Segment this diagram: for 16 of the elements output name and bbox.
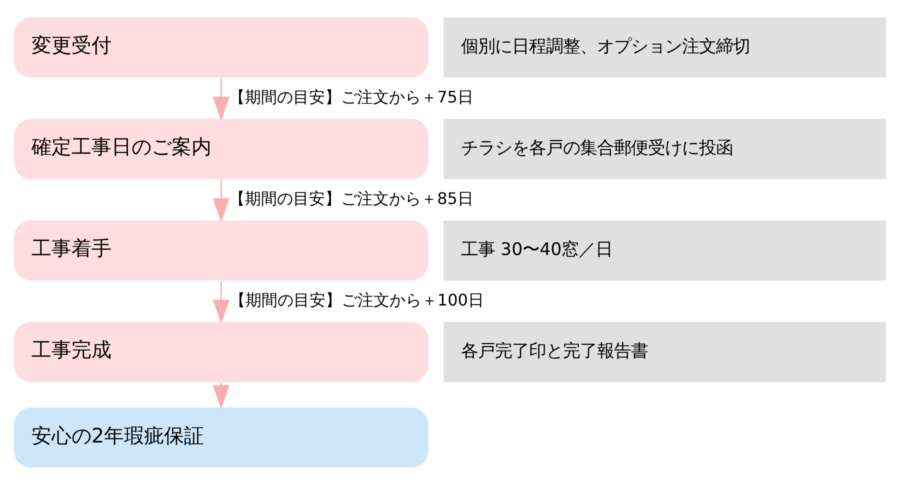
arrow [212, 77, 230, 120]
arrow [212, 382, 230, 409]
node-box: 工事完成 [14, 322, 428, 382]
node-box: 変更受付 [14, 16, 428, 77]
edge-label: 【期間の目安】ご注文から＋75日 [229, 86, 474, 106]
edge-label: 【期間の目安】ご注文から＋85日 [229, 188, 474, 208]
node-box: 安心の2年瑕疵保証 [14, 407, 428, 468]
edge-label: 【期間の目安】ご注文から＋100日 [229, 290, 484, 309]
arrow [212, 178, 230, 222]
node-box: チラシを各戸の集合郵便受けに投函 [444, 118, 886, 179]
node-box: 個別に日程調整、オプション注文締切 [444, 16, 886, 77]
arrow [212, 280, 230, 324]
node-box: 工事 30〜40窓／日 [444, 220, 886, 280]
node-box: 工事着手 [14, 220, 428, 280]
node-box: 確定工事日のご案内 [14, 118, 428, 179]
node-box: 各戸完了印と完了報告書 [444, 322, 886, 382]
